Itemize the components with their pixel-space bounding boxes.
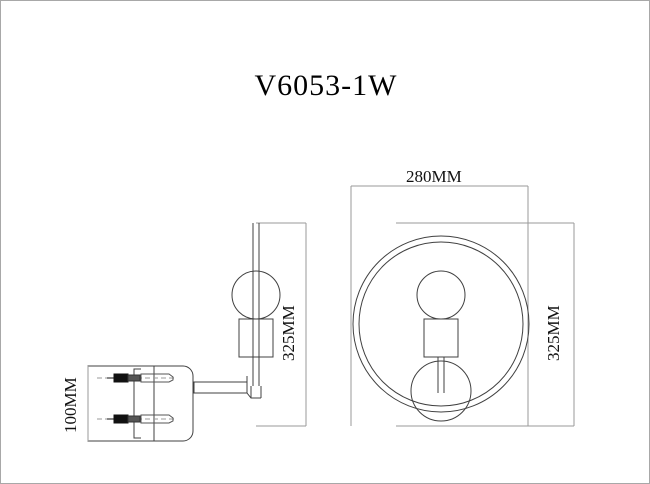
dimension-frame-height-side-325mm <box>256 222 307 427</box>
anchor-bolt-upper <box>140 373 174 383</box>
front-ring-inner <box>358 241 524 407</box>
front-backplate-circle <box>410 360 472 422</box>
side-stem-pin <box>250 386 262 398</box>
dimension-frame-height-front-325mm <box>396 222 575 427</box>
dimension-label-width: 280MM <box>406 167 462 186</box>
screw-head-lower <box>113 414 129 424</box>
dimension-frame-width-280mm <box>350 185 529 426</box>
screw-shank-upper <box>127 374 141 382</box>
side-bulb-socket <box>238 318 274 358</box>
page-title: V6053-1W <box>254 69 398 102</box>
mounting-screws-group <box>97 373 176 424</box>
dimension-label-height-side: 325MM <box>279 305 298 361</box>
dimension-label-depth: 100MM <box>61 377 80 433</box>
anchor-bolt-lower <box>140 414 174 424</box>
front-bulb-stem <box>437 357 445 393</box>
dimension-label-height-front: 325MM <box>544 305 563 361</box>
side-view-group <box>87 223 281 442</box>
front-view-group <box>352 235 530 422</box>
side-mount-bracket <box>133 368 141 439</box>
side-backplate-body <box>153 365 194 442</box>
front-bulb-globe <box>416 270 466 320</box>
screw-head-upper <box>113 373 129 383</box>
side-vertical-rod <box>252 223 260 386</box>
front-bulb-socket <box>423 318 459 358</box>
front-ring-outer <box>352 235 530 413</box>
side-bulb-globe <box>231 270 281 320</box>
side-arm-horizontal <box>193 381 248 394</box>
screw-shank-lower <box>127 415 141 423</box>
